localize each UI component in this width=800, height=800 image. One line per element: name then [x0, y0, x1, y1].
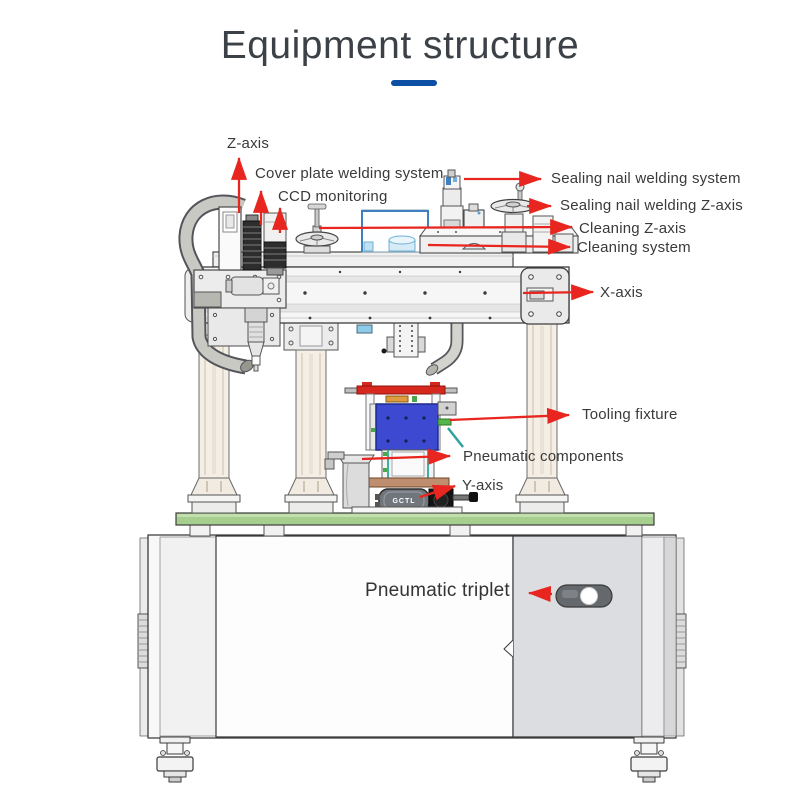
support-columns [187, 321, 569, 514]
fixture-top-plate [356, 385, 446, 395]
arrow-cleaning-z-axis [318, 219, 574, 236]
label-pneumatic-triplet: Pneumatic triplet [365, 580, 510, 601]
arrow-pneumatic-components [361, 448, 452, 465]
welding-nozzle [244, 307, 268, 372]
welding-head-cylinder [242, 214, 262, 271]
tooling-fixture-assembly: GCTL [324, 382, 478, 514]
arrow-cleaning-system [427, 238, 572, 255]
arrow-tooling-fixture [449, 407, 571, 424]
machine-tabletop [175, 512, 655, 537]
under-beam-parts [356, 319, 464, 376]
label-ccd-monitoring: CCD monitoring [278, 188, 388, 205]
label-cleaning-system: Cleaning system [577, 239, 691, 256]
cabinet-door-main[interactable] [215, 535, 514, 738]
column-left [187, 334, 241, 514]
duct-clamp [193, 291, 222, 308]
door-handle[interactable] [555, 584, 613, 608]
carriage-lower-plate [207, 307, 281, 347]
label-y-axis: Y-axis [462, 477, 504, 494]
title-underline [391, 80, 437, 86]
callout-arrows [230, 156, 595, 602]
leveling-foot-right [630, 736, 668, 783]
beam-top-components [295, 169, 579, 254]
perforated-bracket [381, 320, 426, 358]
z-axis-head [178, 194, 287, 375]
x-axis-beam [184, 251, 570, 325]
column-middle [283, 321, 339, 514]
ccd-camera [263, 212, 287, 276]
cleaning-platform [419, 227, 579, 254]
door-notch [503, 639, 514, 658]
label-sealing-nail-welding-z-axis: Sealing nail welding Z-axis [560, 197, 743, 214]
arrow-pneumatic-triplet [527, 585, 553, 602]
label-z-axis: Z-axis [227, 135, 270, 152]
clear-enclosure [361, 209, 429, 253]
label-tooling-fixture: Tooling fixture [582, 406, 678, 423]
exhaust-pipe [425, 319, 464, 376]
label-sealing-nail-welding-system: Sealing nail welding system [551, 170, 741, 187]
column-right [515, 321, 569, 514]
label-x-axis: X-axis [600, 284, 643, 301]
hinge-right-icon [675, 613, 687, 669]
label-cover-plate-welding-system: Cover plate welding system [255, 165, 444, 182]
hinge-left-icon [137, 613, 149, 669]
motor-brand-text: GCTL [392, 498, 415, 505]
cabinet-door-right[interactable] [512, 535, 643, 738]
beam-end-cap [520, 267, 570, 325]
fixture-base-plate [366, 477, 450, 488]
label-cleaning-z-axis: Cleaning Z-axis [579, 220, 687, 237]
leveling-foot-left [156, 736, 194, 783]
arrow-y-axis [419, 484, 457, 501]
machine-cabinet [137, 534, 687, 783]
arrow-x-axis [522, 284, 595, 301]
cleaning-z-axis-unit [295, 203, 339, 254]
label-pneumatic-components: Pneumatic components [463, 448, 624, 465]
fixture-block [375, 403, 439, 451]
page-title: Equipment structure [220, 24, 580, 67]
